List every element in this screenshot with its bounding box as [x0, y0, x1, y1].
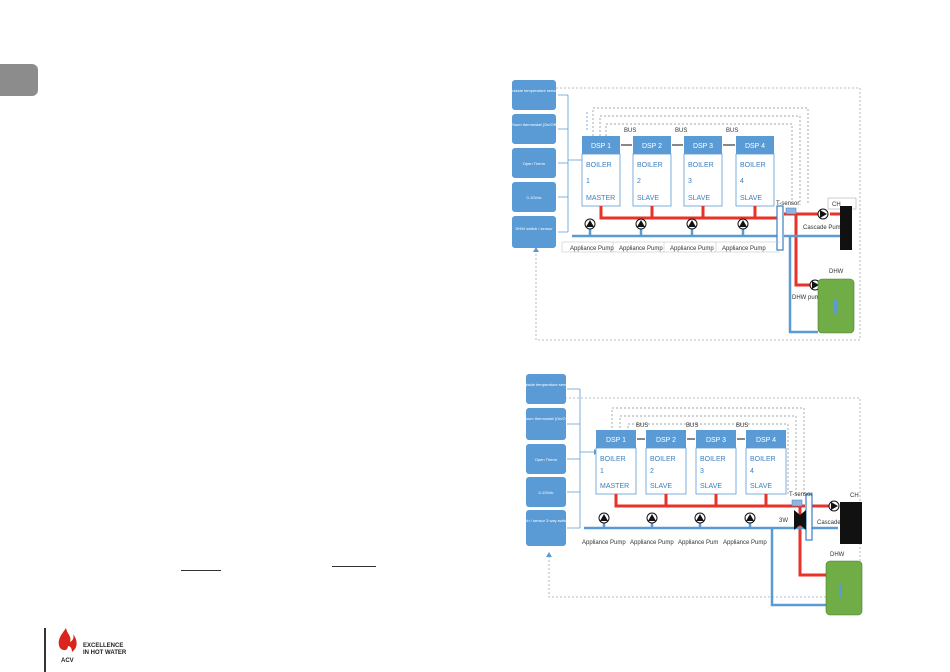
dsp-3-unit: DSP 3 BOILER 3 SLAVE	[683, 136, 723, 207]
dsp-2-unit: DSP 2 BOILER 2 SLAVE	[632, 136, 672, 207]
ch-label: CH	[850, 493, 859, 499]
bus-label: BUS	[624, 128, 636, 134]
cascade-diagram-bottom: Outside temperature sensor Room thermost…	[508, 374, 863, 616]
pump-label: Appliance Pump	[722, 246, 766, 252]
cascade-pump-label: Cascade Pump	[803, 225, 845, 231]
dsp-4-unit: DSP 4 BOILER 4 SLAVE	[745, 430, 787, 495]
boiler-label: BOILER	[650, 456, 676, 463]
input-label: DHW switch / sensor	[515, 226, 553, 231]
boiler-number: 2	[650, 468, 654, 475]
dsp-3-unit: DSP 3 BOILER 3 SLAVE	[695, 430, 737, 495]
tsensor-label: T-sensor	[789, 492, 812, 498]
input-outside-sensor	[526, 374, 566, 404]
input-outside-sensor	[512, 80, 556, 110]
boiler-number: 1	[586, 178, 590, 185]
acv-logo: ACV EXCELLENCE IN HOT WATER	[58, 628, 127, 664]
dsp-label: DSP 3	[706, 437, 726, 444]
input-open-therm	[512, 148, 556, 178]
pump-label: Appliance Pump	[619, 246, 663, 252]
input-label: Room thermostat (On/Off)	[523, 416, 570, 421]
three-way-label: 3W	[779, 518, 788, 524]
input-label: 0-10Vdc	[527, 195, 542, 200]
dsp-2-unit: DSP 2 BOILER 2 SLAVE	[645, 430, 687, 495]
pump-label: Appliance Pump	[570, 246, 614, 252]
boiler-number: 4	[750, 468, 754, 475]
input-label: Open Therm	[535, 457, 558, 462]
boiler-role: SLAVE	[688, 195, 710, 202]
pump-label: Appliance Pump	[582, 540, 626, 546]
boiler-role: SLAVE	[700, 483, 722, 490]
ch-label: CH	[832, 202, 841, 208]
boiler-label: BOILER	[740, 162, 766, 169]
dsp-label: DSP 2	[642, 143, 662, 150]
dsp-label: DSP 4	[756, 437, 776, 444]
input-0-10vdc	[526, 477, 566, 507]
input-label: Outside temperature sensor	[509, 88, 559, 93]
input-dhw-switch	[512, 216, 556, 248]
cascade-pump-label: Cascade pump	[817, 520, 858, 526]
boiler-label: BOILER	[637, 162, 663, 169]
dsp-1-unit: DSP 1 BOILER 1 MASTER	[595, 430, 637, 495]
input-label: Outside temperature sensor	[521, 382, 571, 387]
bus-label: BUS	[686, 423, 698, 429]
underline-mark	[332, 566, 376, 567]
boiler-label: BOILER	[688, 162, 714, 169]
dsp-4-unit: DSP 4 BOILER 4 SLAVE	[735, 136, 775, 207]
bus-label: BUS	[726, 128, 738, 134]
boiler-role: SLAVE	[750, 483, 772, 490]
dhw-label: DHW	[830, 552, 845, 558]
dsp-1-unit: DSP 1 BOILER 1 MASTER	[581, 136, 621, 207]
flame-logo-icon	[58, 628, 77, 652]
footer-divider	[44, 628, 46, 672]
input-label: 0-10Vdc	[539, 490, 554, 495]
ch-emitter	[840, 502, 862, 544]
logo-brand: ACV	[61, 658, 74, 664]
page-side-tab	[0, 64, 38, 96]
input-dhw-switch	[526, 510, 566, 546]
input-0-10vdc	[512, 182, 556, 212]
pump-label: Appliance Pump	[630, 540, 674, 546]
pump-label: Appliance Pump	[723, 540, 767, 546]
underline-mark	[181, 570, 221, 571]
input-label: Open Therm	[523, 161, 546, 166]
boiler-number: 1	[600, 468, 604, 475]
dsp-label: DSP 2	[656, 437, 676, 444]
boiler-label: BOILER	[750, 456, 776, 463]
pump-label: Appliance Pump	[670, 246, 714, 252]
boiler-role: SLAVE	[740, 195, 762, 202]
boiler-number: 3	[700, 468, 704, 475]
boiler-label: BOILER	[586, 162, 612, 169]
boiler-number: 3	[688, 178, 692, 185]
dsp-label: DSP 1	[591, 143, 611, 150]
dsp-label: DSP 1	[606, 437, 626, 444]
input-label: Room thermostat (On/Off)	[511, 122, 558, 127]
logo-tagline-2: IN HOT WATER	[83, 650, 127, 656]
boiler-number: 4	[740, 178, 744, 185]
boiler-number: 2	[637, 178, 641, 185]
boiler-role: SLAVE	[637, 195, 659, 202]
bus-label: BUS	[636, 423, 648, 429]
input-room-thermostat	[512, 114, 556, 144]
cascade-diagram-top: Outside temperature sensor Room thermost…	[509, 80, 861, 341]
boiler-label: BOILER	[600, 456, 626, 463]
dhw-label: DHW	[829, 269, 844, 275]
boiler-role: SLAVE	[650, 483, 672, 490]
ch-emitter	[840, 206, 852, 250]
input-room-thermostat	[526, 408, 566, 440]
boiler-label: BOILER	[700, 456, 726, 463]
boiler-role: MASTER	[586, 195, 615, 202]
pump-label: Appliance Pum	[678, 540, 718, 546]
bus-label: BUS	[736, 423, 748, 429]
dsp-label: DSP 3	[693, 143, 713, 150]
input-label: DHW switch / sensor 3 way switch / senso…	[508, 518, 585, 523]
boiler-role: MASTER	[600, 483, 629, 490]
tsensor-label: T-sensor	[776, 201, 799, 207]
input-open-therm	[526, 444, 566, 474]
logo-tagline-1: EXCELLENCE	[83, 643, 123, 649]
dhw-pump-label: DHW pump	[792, 295, 824, 301]
bus-label: BUS	[675, 128, 687, 134]
dsp-label: DSP 4	[745, 143, 765, 150]
dhw-tank	[825, 560, 863, 616]
